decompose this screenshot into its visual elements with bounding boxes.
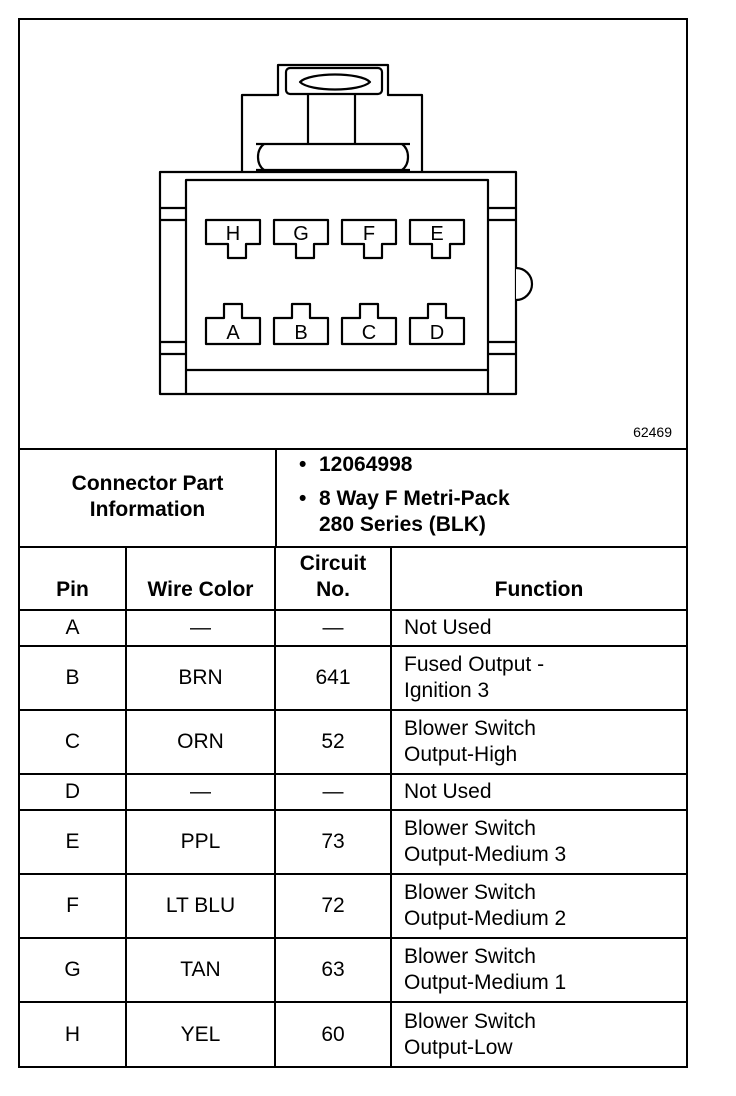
pin-label-a: A (226, 322, 240, 344)
function-line2: Output-Medium 3 (404, 843, 567, 866)
part-info-details: • 12064998 • 8 Way F Metri-Pack 280 Seri… (277, 448, 686, 546)
pin-cavity-b (272, 302, 330, 346)
circuit-cell: 72 (274, 873, 392, 939)
wire-color-cell: — (125, 609, 276, 647)
part-number: 12064998 (319, 453, 413, 476)
table-row: B BRN 641 Fused Output - Ignition 3 (20, 645, 686, 711)
header-circuit-line2: No. (316, 578, 350, 601)
function-line1: Blower Switch (404, 945, 536, 968)
function-cell: Blower Switch Output-Medium 2 (390, 873, 686, 939)
function-line2: Output-Low (404, 1035, 513, 1059)
pin-cavity-c (340, 302, 398, 346)
wire-color-cell: LT BLU (125, 873, 276, 939)
table-row: E PPL 73 Blower Switch Output-Medium 3 (20, 809, 686, 875)
circuit-cell: 73 (274, 809, 392, 875)
part-info-label-line2: Information (89, 498, 206, 521)
pin-cavity-f (340, 218, 398, 260)
bullet: • (299, 487, 307, 510)
function-cell: Blower Switch Output-Medium 1 (390, 937, 686, 1003)
pin-cell: A (20, 609, 127, 647)
connector-body (158, 170, 534, 396)
pin-label-h: H (226, 223, 240, 245)
pin-cavity-h (204, 218, 262, 260)
part-description-item-2: 280 Series (BLK) (319, 512, 486, 538)
part-number-item: • 12064998 (299, 452, 413, 478)
pin-cavity-a (204, 302, 262, 346)
pin-cavity-g (272, 218, 330, 260)
pin-cavity-d (408, 302, 466, 346)
table-row: C ORN 52 Blower Switch Output-High (20, 709, 686, 775)
pin-cell: B (20, 645, 127, 711)
pin-cell: G (20, 937, 127, 1003)
pin-cell: E (20, 809, 127, 875)
bullet: • (299, 453, 307, 476)
part-description-line1: 8 Way F Metri-Pack (319, 487, 510, 510)
circuit-cell: 60 (274, 1001, 392, 1066)
function-cell: Fused Output - Ignition 3 (390, 645, 686, 711)
function-line1: Blower Switch (404, 817, 536, 840)
wire-color-cell: ORN (125, 709, 276, 775)
part-description-line2: 280 Series (BLK) (319, 513, 486, 536)
function-cell: Blower Switch Output-Medium 3 (390, 809, 686, 875)
table-row: D — — Not Used (20, 773, 686, 811)
figure-id: 62469 (633, 424, 672, 440)
function-line1: Blower Switch (404, 717, 536, 740)
function-cell: Not Used (390, 609, 686, 647)
function-line1: Blower Switch (404, 881, 536, 904)
function-line1: Not Used (404, 780, 492, 803)
circuit-cell: — (274, 609, 392, 647)
pin-cell: H (20, 1001, 127, 1066)
pin-label-b: B (294, 322, 307, 344)
circuit-cell: — (274, 773, 392, 811)
circuit-cell: 52 (274, 709, 392, 775)
circuit-cell: 641 (274, 645, 392, 711)
function-line1: Not Used (404, 616, 492, 639)
connector-latch (240, 63, 424, 172)
pin-cell: C (20, 709, 127, 775)
function-line2: Output-High (404, 743, 518, 766)
pin-label-e: E (430, 223, 443, 245)
table-row: G TAN 63 Blower Switch Output-Medium 1 (20, 937, 686, 1003)
header-circuit-no: Circuit No. (274, 548, 392, 611)
function-line2: Ignition 3 (404, 679, 490, 702)
function-line1: Fused Output - (404, 653, 545, 676)
wire-color-cell: TAN (125, 937, 276, 1003)
circuit-cell: 63 (274, 937, 392, 1003)
function-cell: Blower Switch Output-High (390, 709, 686, 775)
table-row: A — — Not Used (20, 609, 686, 647)
function-line2: Output-Medium 1 (404, 971, 567, 994)
connector-part-info: Connector Part Information • 12064998 • … (20, 448, 686, 548)
wire-color-cell: — (125, 773, 276, 811)
header-function: Function (390, 548, 686, 611)
part-info-label-line1: Connector Part (71, 472, 224, 495)
table-row: F LT BLU 72 Blower Switch Output-Medium … (20, 873, 686, 939)
function-cell: Blower Switch Output-Low (390, 1001, 686, 1066)
pin-cell: F (20, 873, 127, 939)
function-line1: Blower Switch (404, 1009, 536, 1033)
pin-label-d: D (430, 322, 444, 344)
header-wire-color: Wire Color (125, 548, 276, 611)
pin-cell: D (20, 773, 127, 811)
pin-label-g: G (293, 223, 309, 245)
wire-color-cell: BRN (125, 645, 276, 711)
connector-drawing: H G F E A B C D (158, 63, 534, 396)
pin-table: Pin Wire Color Circuit No. Function A — … (20, 548, 686, 1066)
pin-cavity-e (408, 218, 466, 260)
wire-color-cell: YEL (125, 1001, 276, 1066)
function-cell: Not Used (390, 773, 686, 811)
table-row: H YEL 60 Blower Switch Output-Low (20, 1001, 686, 1066)
part-description-item: • 8 Way F Metri-Pack (299, 486, 510, 512)
connector-sheet: H G F E A B C D 62469 Connector Part Inf… (18, 18, 688, 1068)
part-info-label: Connector Part Information (20, 448, 277, 546)
pin-label-c: C (362, 322, 376, 344)
pin-label-f: F (363, 223, 375, 245)
pin-table-header: Pin Wire Color Circuit No. Function (20, 548, 686, 611)
header-pin: Pin (20, 548, 127, 611)
connector-figure: H G F E A B C D 62469 (20, 20, 686, 450)
header-circuit-line1: Circuit (299, 552, 367, 575)
wire-color-cell: PPL (125, 809, 276, 875)
function-line2: Output-Medium 2 (404, 907, 567, 930)
